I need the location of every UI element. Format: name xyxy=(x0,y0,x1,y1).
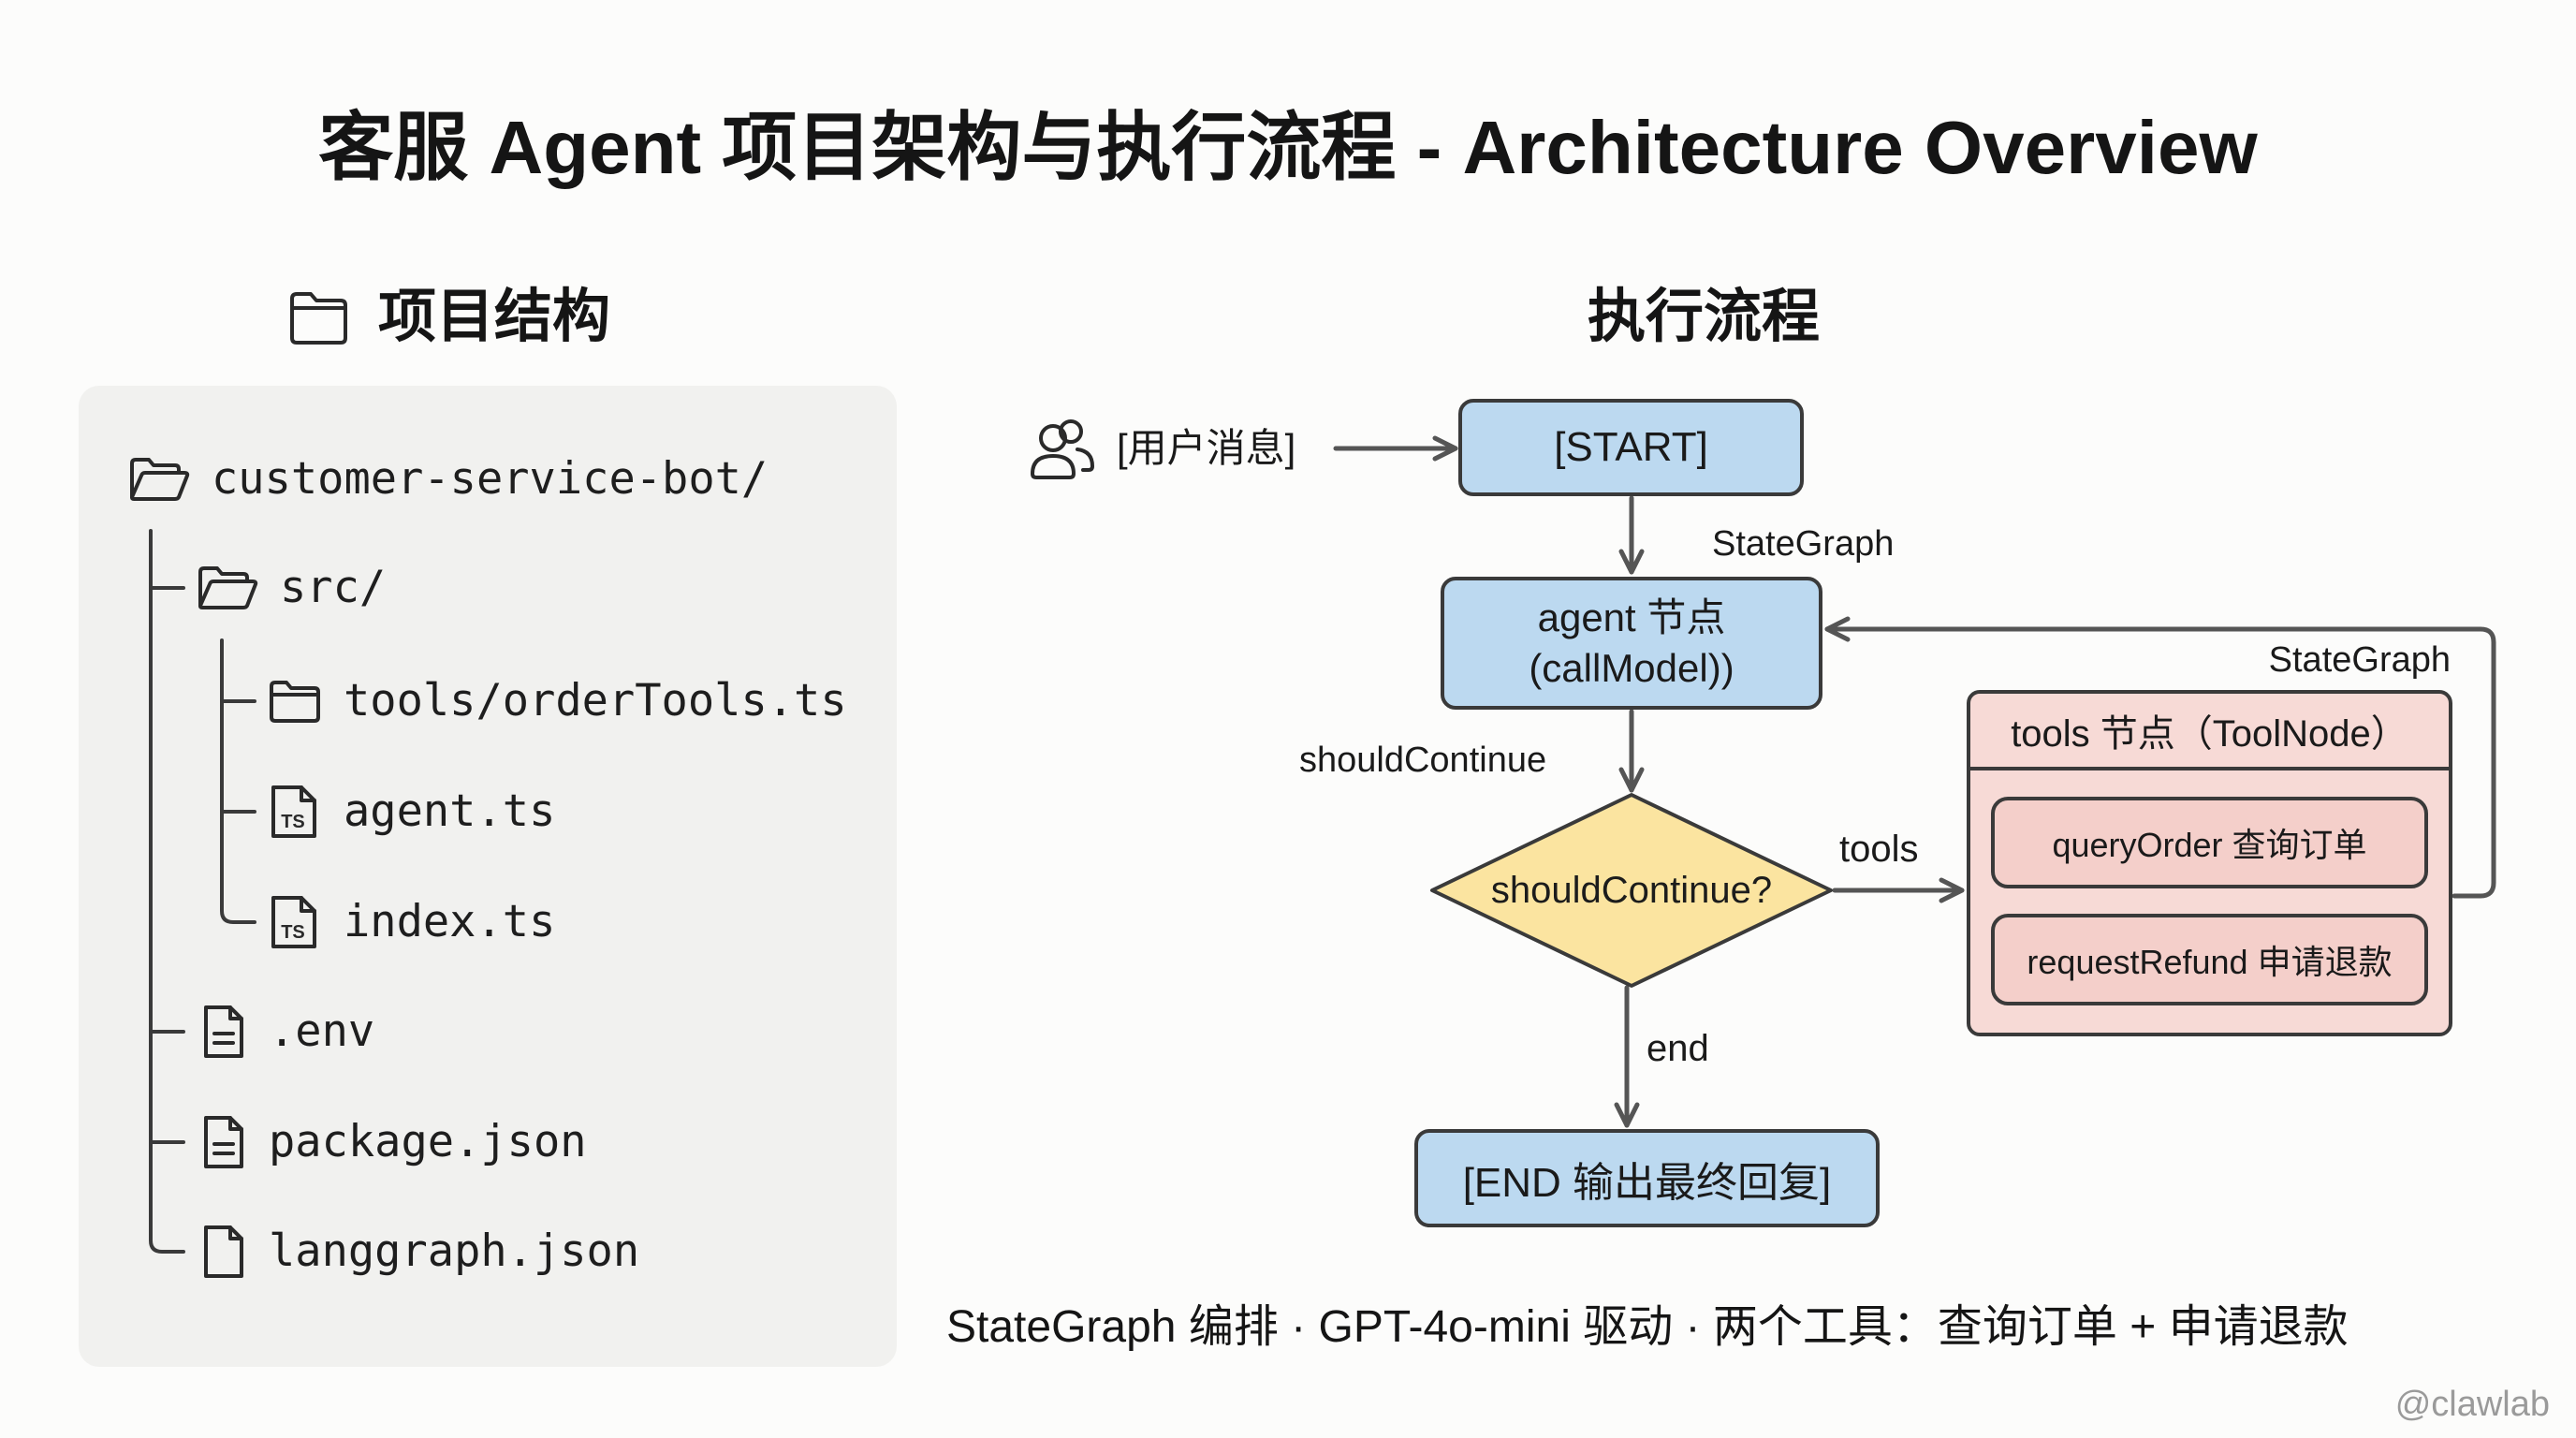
edge-label-tools: tools xyxy=(1839,829,1919,870)
file-text-icon xyxy=(200,1004,247,1060)
agent-node: agent 节点 (callModel)) xyxy=(1441,577,1822,710)
tree-item-label: index.ts xyxy=(344,896,556,947)
tool-query-order: queryOrder 查询订单 xyxy=(1991,797,2428,888)
folder-icon xyxy=(268,678,322,725)
tree-item-index-ts: TS index.ts xyxy=(268,892,555,952)
structure-heading: 项目结构 xyxy=(287,284,610,351)
agent-node-title: agent 节点 xyxy=(1537,595,1726,639)
watermark: @clawlab xyxy=(2394,1385,2550,1424)
tools-node-header: tools 节点（ToolNode） xyxy=(1970,694,2449,770)
tree-item-label: tools/orderTools.ts xyxy=(344,675,847,726)
tree-item-langgraph-json: langgraph.json xyxy=(200,1222,639,1282)
decision-label: shouldContinue? xyxy=(1490,869,1773,911)
tree-item-label: agent.ts xyxy=(344,785,556,837)
end-node: [END 输出最终回复] xyxy=(1414,1129,1880,1227)
structure-heading-label: 项目结构 xyxy=(378,285,611,349)
summary-caption: StateGraph 编排 · GPT-4o-mini 驱动 · 两个工具：查询… xyxy=(946,1302,2349,1352)
ts-file-icon: TS xyxy=(268,784,322,840)
users-icon xyxy=(1027,416,1096,481)
tree-item-package-json: package.json xyxy=(200,1112,587,1172)
edge-label-stategraph: StateGraph xyxy=(1712,524,1895,564)
agent-node-subtitle: (callModel)) xyxy=(1529,646,1734,690)
file-text-icon xyxy=(200,1114,247,1170)
project-structure-panel xyxy=(79,386,897,1367)
ts-badge: TS xyxy=(281,922,305,943)
ts-file-icon: TS xyxy=(268,894,322,950)
page-title: 客服 Agent 项目架构与执行流程 - Architecture Overvi… xyxy=(318,106,2258,189)
tree-item-label: package.json xyxy=(269,1116,587,1167)
folder-open-icon xyxy=(128,456,190,503)
file-icon xyxy=(200,1224,247,1280)
tree-item-label: langgraph.json xyxy=(269,1225,640,1277)
start-node: [START] xyxy=(1458,399,1804,496)
flow-heading: 执行流程 xyxy=(1587,285,1820,349)
start-node-label: [START] xyxy=(1554,424,1708,470)
tree-item-env: .env xyxy=(200,1002,374,1062)
end-node-label: [END 输出最终回复] xyxy=(1462,1159,1832,1206)
folder-open-icon xyxy=(197,565,258,611)
edge-label-should-continue: shouldContinue xyxy=(1299,741,1547,780)
user-message-label: [用户消息] xyxy=(1117,426,1296,470)
tool-request-refund: requestRefund 申请退款 xyxy=(1991,914,2428,1005)
tree-item-tools: tools/orderTools.ts xyxy=(268,671,847,731)
tools-group-label: StateGraph xyxy=(2268,640,2451,680)
tools-node: tools 节点（ToolNode） queryOrder 查询订单 reque… xyxy=(1967,690,2452,1036)
tree-item-root: customer-service-bot/ xyxy=(128,449,768,509)
tree-item-src: src/ xyxy=(197,558,386,618)
edge-label-end: end xyxy=(1647,1028,1709,1069)
tree-item-agent-ts: TS agent.ts xyxy=(268,782,555,842)
folder-icon xyxy=(287,287,350,348)
ts-badge: TS xyxy=(281,812,305,832)
tree-item-label: customer-service-bot/ xyxy=(212,453,768,505)
tree-item-label: .env xyxy=(269,1005,375,1057)
tree-item-label: src/ xyxy=(280,562,387,613)
